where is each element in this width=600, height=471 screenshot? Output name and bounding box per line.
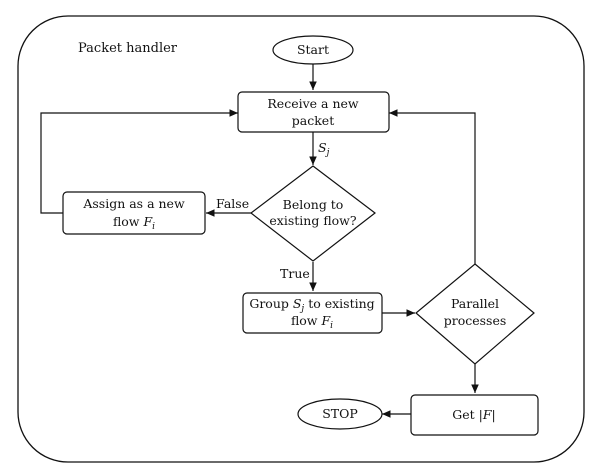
group-label-line2: flow Fi bbox=[291, 313, 333, 331]
get-f-node: Get |F| bbox=[410, 394, 539, 436]
edge-assign-to-receive bbox=[40, 109, 238, 214]
group-existing-flow-node: Group Sj to existing flow Fi bbox=[242, 292, 383, 334]
belong-label-line1: Belong to bbox=[283, 197, 344, 212]
assign-label-line1: Assign as a new bbox=[82, 196, 185, 211]
belong-decision-node: Belong to existing flow? bbox=[250, 165, 376, 262]
edge-label-true: True bbox=[280, 266, 310, 281]
edge-label-sj: Sj bbox=[318, 140, 330, 158]
assign-label-line2: flow Fi bbox=[113, 214, 155, 232]
start-node: Start bbox=[272, 35, 354, 65]
edge-label-false: False bbox=[216, 196, 249, 211]
receive-packet-node: Receive a new packet bbox=[237, 91, 390, 133]
start-label: Start bbox=[297, 42, 329, 57]
belong-label-line2: existing flow? bbox=[269, 213, 356, 228]
get-label: Get |F| bbox=[452, 407, 496, 422]
stop-label: STOP bbox=[322, 406, 358, 421]
group-label-line1: Group Sj to existing bbox=[249, 296, 374, 314]
edge-parallel-to-receive bbox=[389, 109, 476, 264]
receive-label-line2: packet bbox=[292, 113, 334, 128]
parallel-label-line2: processes bbox=[444, 313, 507, 328]
parallel-label-line1: Parallel bbox=[451, 296, 499, 311]
assign-new-flow-node: Assign as a new flow Fi bbox=[62, 191, 206, 235]
parallel-processes-node: Parallel processes bbox=[415, 263, 535, 365]
stop-node: STOP bbox=[297, 398, 383, 430]
diagram-title: Packet handler bbox=[78, 41, 178, 56]
receive-label-line1: Receive a new bbox=[267, 96, 359, 111]
